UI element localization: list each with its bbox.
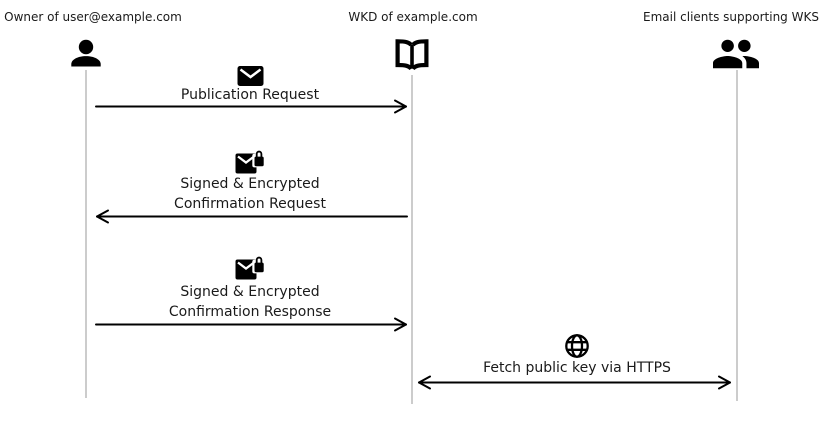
actor-label-wkd: WKD of example.com: [348, 10, 478, 24]
envelope-lock-icon: [235, 255, 264, 280]
message-label: Signed & Encrypted Confirmation Request: [174, 176, 326, 212]
lifeline-owner: [85, 70, 87, 398]
arrow-confirmation-response: [95, 317, 407, 332]
lifeline-clients: [736, 70, 738, 401]
arrow-confirmation-request: [96, 209, 408, 224]
arrow-publication-request: [95, 99, 407, 114]
arrow-fetch-public-key: [418, 375, 731, 390]
lifeline-wkd: [411, 75, 413, 404]
envelope-icon: [237, 65, 264, 87]
people-icon: [713, 39, 759, 69]
actor-label-owner: Owner of user@example.com: [4, 10, 182, 24]
message-label: Publication Request: [180, 87, 320, 103]
globe-icon: [564, 333, 590, 359]
person-icon: [69, 39, 103, 69]
actor-label-clients: Email clients supporting WKS: [643, 10, 819, 24]
envelope-lock-icon: [235, 149, 264, 174]
message-label: Fetch public key via HTTPS: [483, 360, 671, 376]
message-label: Signed & Encrypted Confirmation Response: [168, 284, 332, 320]
open-book-icon: [393, 37, 431, 73]
